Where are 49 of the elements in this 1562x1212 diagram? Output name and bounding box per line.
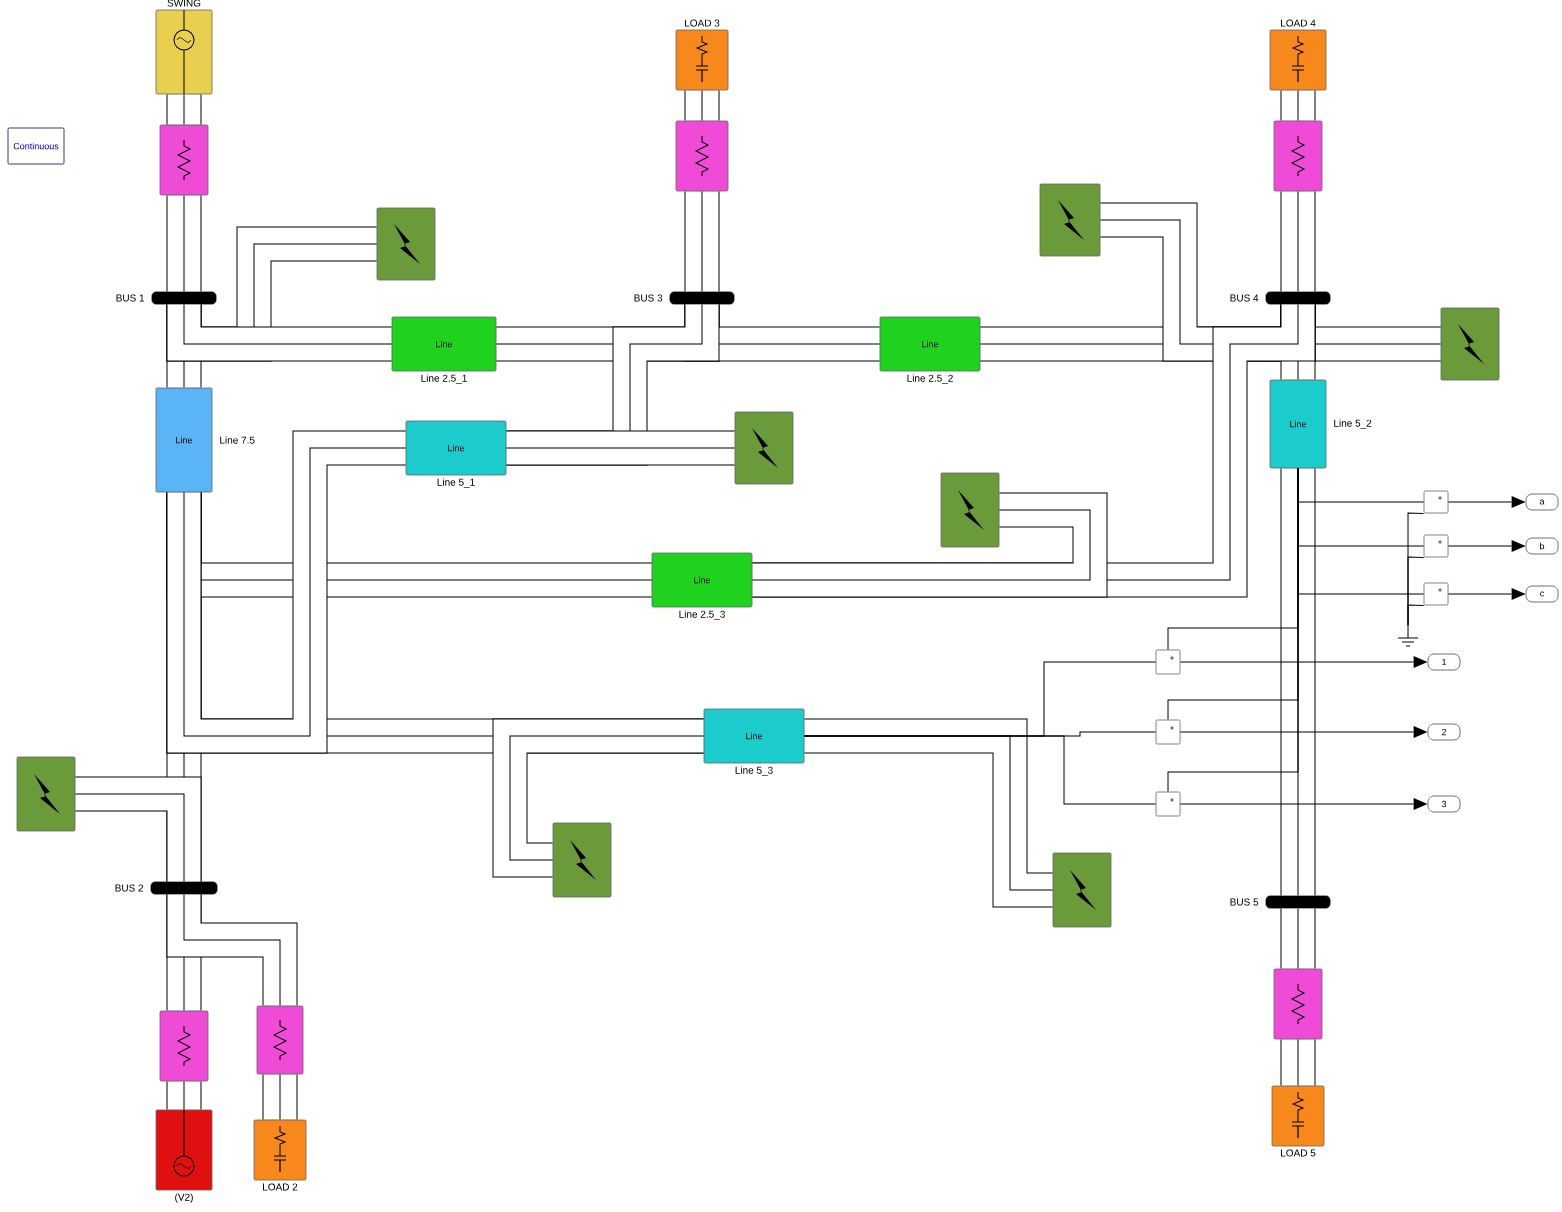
three-phase-line: [803, 718, 1054, 908]
signal-arrow: [1179, 726, 1428, 738]
signal-line: [803, 735, 1157, 805]
three-phase-line: [74, 776, 202, 883]
impedance-block: [675, 120, 729, 192]
impedance-block: [159, 124, 209, 196]
measurement-block: [1423, 534, 1449, 558]
fault-block: [940, 472, 1000, 548]
three-phase-line: [262, 1073, 298, 1121]
fault-block: [16, 756, 76, 832]
fault-block: [376, 207, 436, 281]
impedance-block: [159, 1010, 209, 1082]
fault-block: [552, 822, 612, 898]
three-phase-line: [166, 893, 298, 1007]
three-phase-line: [166, 430, 407, 754]
three-phase-line: [1280, 467, 1316, 897]
signal-arrow: [1179, 656, 1428, 668]
signal-arrow: [1447, 540, 1526, 552]
measurement-block: [1423, 582, 1449, 606]
measurement-block: [1155, 719, 1181, 745]
measurement-block: [1155, 649, 1181, 675]
three-phase-line: [1280, 190, 1316, 293]
three-phase-line: [1280, 907, 1316, 970]
three-phase-line: [166, 303, 393, 362]
three-phase-line: [1280, 89, 1316, 122]
three-phase-line: [505, 430, 736, 466]
signal-line: [1407, 604, 1425, 627]
three-phase-line: [492, 718, 705, 878]
three-phase-line: [751, 492, 1108, 598]
three-phase-line: [684, 89, 720, 122]
impedance-block: [1273, 968, 1323, 1040]
signal-arrow: [1447, 496, 1526, 508]
fault-block: [1052, 852, 1112, 928]
three-phase-line: [684, 190, 720, 293]
fault-block: [1440, 307, 1500, 381]
signal-arrow: [1179, 798, 1428, 810]
fault-block: [1039, 183, 1101, 257]
fault-block: [734, 411, 794, 485]
impedance-block: [256, 1005, 304, 1075]
ground-symbol: [1397, 625, 1419, 647]
three-phase-line: [166, 93, 202, 126]
measurement-block: [1423, 490, 1449, 514]
three-phase-line: [166, 194, 202, 293]
three-phase-line: [166, 1080, 202, 1111]
impedance-block: [1273, 120, 1323, 192]
signal-arrow: [1447, 588, 1526, 600]
measurement-block: [1155, 791, 1181, 817]
signal-line: [1297, 467, 1425, 595]
three-phase-line: [1280, 1038, 1316, 1087]
